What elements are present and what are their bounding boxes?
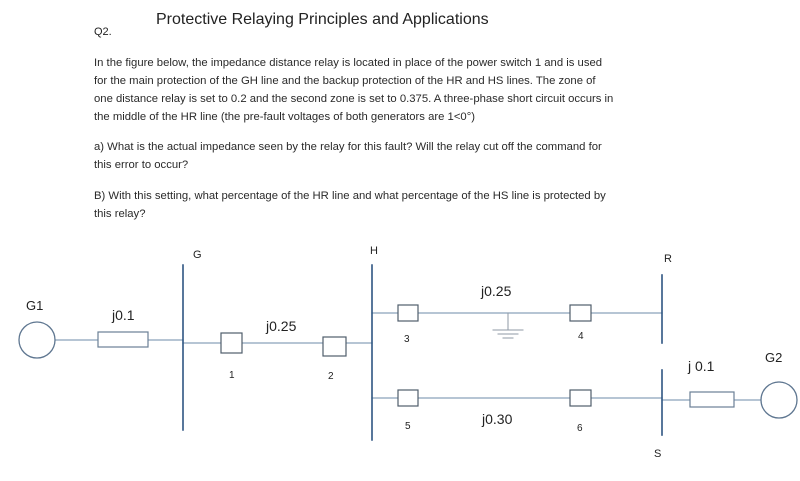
breaker-6-label: 6 [577, 423, 583, 434]
breaker-1-label: 1 [229, 370, 235, 381]
impedance-gen2-box [689, 391, 735, 408]
generator-g2-symbol [760, 381, 798, 419]
question-title: Protective Relaying Principles and Appli… [156, 11, 489, 28]
breaker-4 [569, 304, 592, 322]
part-b-line: B) With this setting, what percentage of… [94, 190, 606, 202]
impedance-gen1-label: j0.1 [111, 307, 135, 323]
impedance-line-hs-label: j0.30 [481, 411, 513, 427]
impedance-gen1-box [97, 331, 149, 348]
breaker-4-label: 4 [578, 331, 584, 342]
question-part-a: a) What is the actual impedance seen by … [94, 138, 699, 174]
bus-r-label: R [664, 253, 672, 265]
question-intro: In the figure below, the impedance dista… [94, 54, 699, 126]
bus-h-label: H [370, 245, 378, 257]
intro-line: In the figure below, the impedance dista… [94, 57, 603, 69]
breaker-6 [569, 389, 592, 407]
bus-s-label: S [654, 448, 661, 460]
breaker-5 [397, 389, 419, 407]
breaker-2-label: 2 [328, 371, 334, 382]
intro-line: the middle of the HR line (the pre-fault… [94, 111, 475, 123]
impedance-line-hr-label: j0.25 [480, 283, 512, 299]
impedance-line-gh-label: j0.25 [265, 318, 297, 334]
breaker-2 [322, 336, 347, 357]
question-number: Q2. [94, 26, 112, 38]
breaker-3 [397, 304, 419, 322]
generator-g1-symbol [18, 321, 56, 359]
part-a-line: this error to occur? [94, 159, 189, 171]
generator-g1-label: G1 [26, 298, 43, 313]
breaker-3-label: 3 [404, 334, 410, 345]
intro-line: one distance relay is set to 0.2 and the… [94, 93, 614, 105]
impedance-gen2-label: j 0.1 [687, 358, 715, 374]
fault-ground-icon [492, 312, 524, 339]
generator-g2-label: G2 [765, 350, 782, 365]
part-a-line: a) What is the actual impedance seen by … [94, 141, 602, 153]
part-b-line: this relay? [94, 208, 146, 220]
breaker-1 [220, 332, 243, 354]
intro-line: for the main protection of the GH line a… [94, 75, 596, 87]
breaker-5-label: 5 [405, 421, 411, 432]
bus-g-label: G [193, 249, 202, 261]
question-part-b: B) With this setting, what percentage of… [94, 187, 699, 223]
